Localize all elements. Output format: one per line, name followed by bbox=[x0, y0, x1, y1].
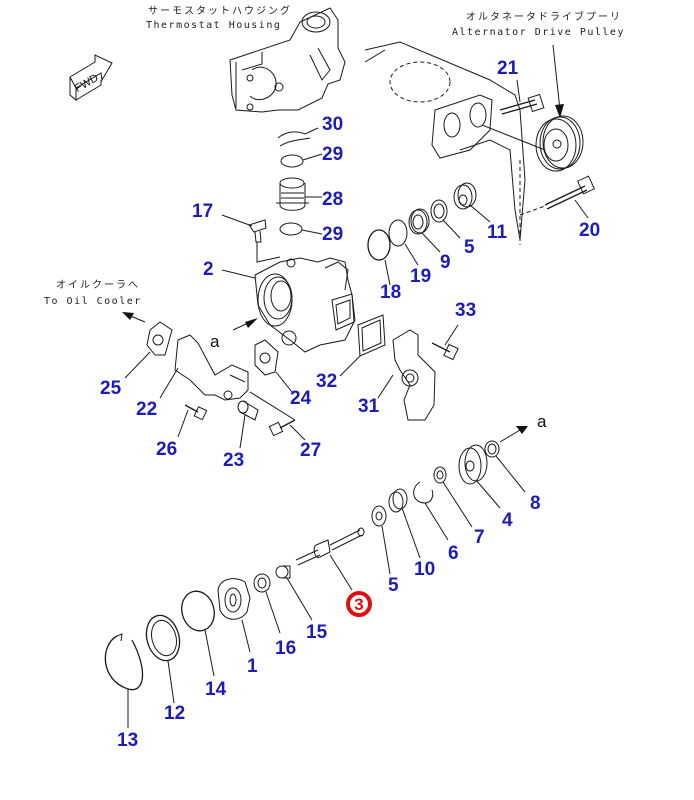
callout-4[interactable]: 4 bbox=[502, 510, 513, 531]
part-29-oring-upper-drawing bbox=[280, 153, 323, 168]
part-9-seal-drawing bbox=[408, 208, 441, 253]
part-3-shaft-drawing bbox=[295, 527, 365, 591]
part-17-drawing bbox=[221, 214, 281, 263]
part-7-drawing bbox=[433, 466, 473, 528]
alternator-pulley-drawing bbox=[535, 44, 584, 172]
callout-33[interactable]: 33 bbox=[455, 300, 476, 321]
callout-5-lower[interactable]: 5 bbox=[388, 575, 399, 596]
part-25-gasket-drawing bbox=[122, 312, 173, 379]
part-11-drawing bbox=[453, 182, 491, 223]
thermostat-housing-drawing bbox=[229, 7, 346, 113]
part-13-snap-ring-drawing bbox=[104, 633, 144, 728]
part-31-elbow-drawing bbox=[377, 329, 436, 421]
callout-25[interactable]: 25 bbox=[100, 378, 122, 399]
part-10-bearing-drawing bbox=[388, 488, 421, 559]
fwd-label: FWD bbox=[73, 72, 101, 95]
callout-19[interactable]: 19 bbox=[410, 266, 431, 287]
callout-32[interactable]: 32 bbox=[316, 371, 337, 392]
callout-6[interactable]: 6 bbox=[448, 543, 459, 564]
part-28-thermostat-drawing bbox=[276, 177, 322, 211]
callout-28[interactable]: 28 bbox=[322, 189, 343, 210]
part-32-gasket-drawing bbox=[339, 314, 386, 377]
callout-5-upper[interactable]: 5 bbox=[464, 237, 475, 258]
part-14-oring-drawing bbox=[181, 590, 215, 677]
callout-1[interactable]: 1 bbox=[247, 656, 258, 677]
part-8-drawing bbox=[484, 426, 528, 493]
alternator-pulley-label-jp: オルタネータドライブプーリ bbox=[466, 10, 622, 23]
highlight-ring bbox=[346, 591, 372, 617]
callout-8[interactable]: 8 bbox=[530, 493, 541, 514]
callout-11[interactable]: 11 bbox=[487, 222, 508, 243]
bolt-20-drawing bbox=[519, 175, 596, 219]
part-30-gasket-drawing bbox=[277, 127, 319, 147]
callout-14[interactable]: 14 bbox=[205, 679, 227, 700]
callout-29-upper[interactable]: 29 bbox=[322, 144, 343, 165]
part-12-seal-drawing bbox=[145, 614, 181, 704]
thermostat-housing-label-en: Thermostat Housing bbox=[146, 20, 281, 31]
part-29-oring-lower-drawing bbox=[279, 222, 323, 236]
part-24-gasket-drawing bbox=[254, 339, 293, 393]
highlight-label: 3 bbox=[354, 595, 363, 614]
bolt-27-drawing bbox=[249, 391, 306, 441]
callout-18[interactable]: 18 bbox=[380, 282, 401, 303]
part-1-impeller-drawing bbox=[217, 578, 251, 653]
callout-15[interactable]: 15 bbox=[306, 622, 328, 643]
part-4-gear-drawing bbox=[458, 444, 501, 509]
callout-9[interactable]: 9 bbox=[440, 252, 451, 273]
reference-a-left: a bbox=[210, 332, 220, 351]
part-15-drawing bbox=[275, 565, 313, 621]
highlighted-callout-3[interactable]: 3 bbox=[346, 591, 372, 617]
callout-7[interactable]: 7 bbox=[474, 527, 485, 548]
engine-front-cover-drawing bbox=[364, 41, 546, 245]
callout-16[interactable]: 16 bbox=[275, 638, 296, 659]
fwd-arrow-icon: FWD bbox=[69, 54, 113, 102]
part-6-snap-ring-drawing bbox=[413, 481, 449, 541]
callout-27[interactable]: 27 bbox=[300, 440, 321, 461]
callout-24[interactable]: 24 bbox=[290, 388, 312, 409]
oil-cooler-label-jp: オイルクーラへ bbox=[56, 279, 140, 291]
thermostat-housing-label-jp: サーモスタットハウジング bbox=[148, 4, 292, 17]
callout-20[interactable]: 20 bbox=[579, 220, 600, 241]
callout-21[interactable]: 21 bbox=[497, 58, 519, 79]
part-16-drawing bbox=[253, 573, 281, 634]
part-5-bearing-upper-drawing bbox=[430, 199, 461, 239]
part-5-bearing-lower-drawing bbox=[371, 505, 391, 575]
callout-31[interactable]: 31 bbox=[358, 396, 380, 417]
reference-a-right: a bbox=[537, 412, 547, 431]
part-19-oring-drawing bbox=[388, 219, 419, 266]
callout-29-lower[interactable]: 29 bbox=[322, 224, 343, 245]
water-pump-body-drawing bbox=[221, 257, 356, 353]
part-22-pipe-drawing bbox=[159, 334, 249, 401]
part-18-oring-drawing bbox=[367, 229, 391, 286]
callout-30[interactable]: 30 bbox=[322, 114, 343, 135]
callout-2[interactable]: 2 bbox=[203, 259, 214, 280]
bolt-26-drawing bbox=[177, 404, 208, 438]
bolt-21-drawing bbox=[499, 79, 545, 115]
part-23-drawing bbox=[237, 400, 259, 449]
callout-17[interactable]: 17 bbox=[192, 201, 213, 222]
callout-10[interactable]: 10 bbox=[414, 559, 435, 580]
callout-23[interactable]: 23 bbox=[223, 450, 244, 471]
oil-cooler-label-en: To Oil Cooler bbox=[44, 296, 142, 307]
alternator-pulley-label-en: Alternator Drive Pulley bbox=[452, 27, 625, 38]
callout-26[interactable]: 26 bbox=[156, 439, 177, 460]
callout-22[interactable]: 22 bbox=[136, 399, 157, 420]
callout-12[interactable]: 12 bbox=[164, 703, 185, 724]
callout-13[interactable]: 13 bbox=[117, 730, 138, 751]
bolt-33-drawing bbox=[431, 324, 459, 361]
